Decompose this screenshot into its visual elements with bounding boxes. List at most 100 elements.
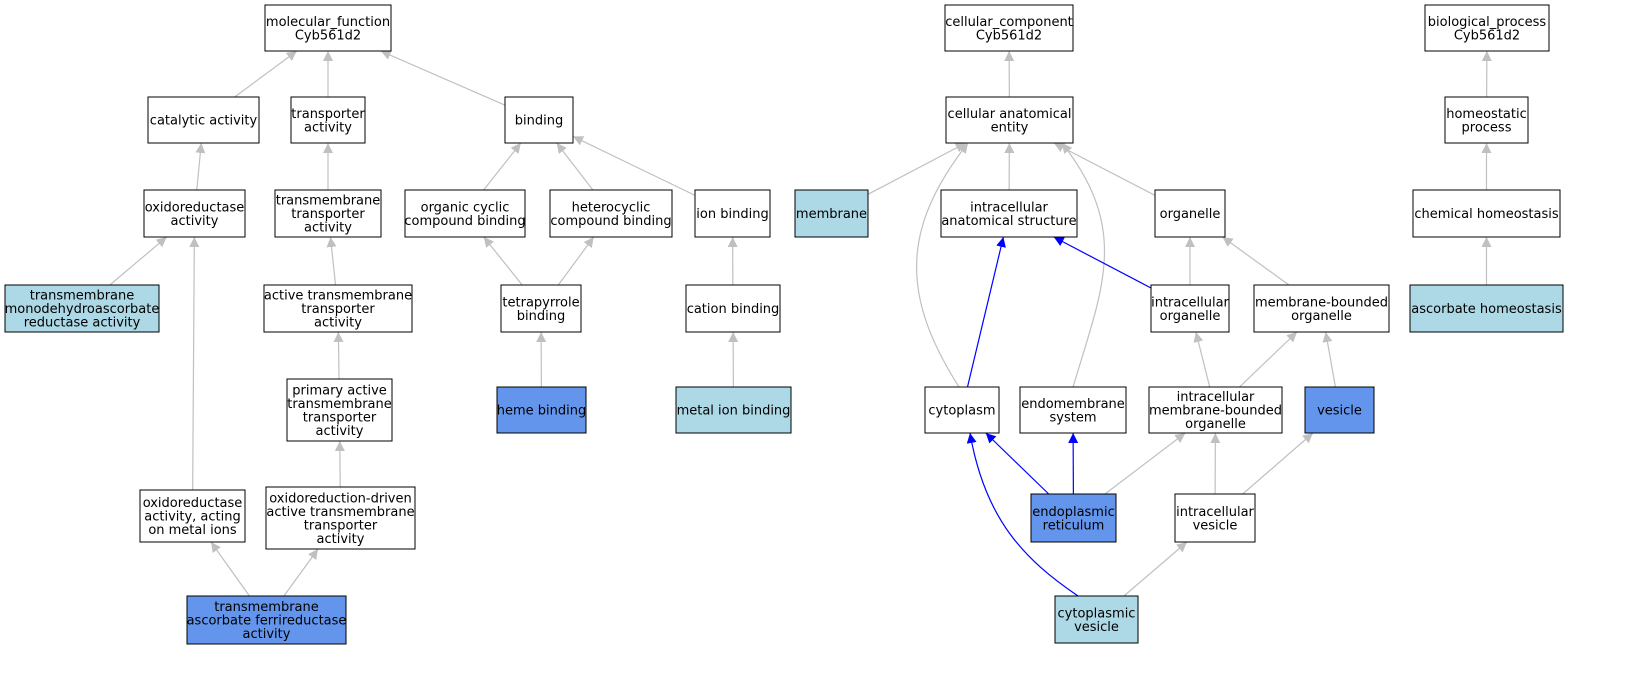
node-label: oxidoreduction-driven (269, 491, 412, 506)
node-box (1148, 386, 1283, 434)
node-label: organelle (1185, 417, 1246, 432)
node-organelle: organelle (1154, 189, 1226, 238)
edge-imbo-to-intra-organelle (1193, 331, 1211, 388)
node-label: intracellular (1151, 295, 1229, 310)
node-label: transmembrane (287, 397, 392, 412)
node-label: membrane-bounded (1149, 404, 1282, 419)
node-label: chemical homeostasis (1414, 207, 1559, 222)
edge-tm-ascorbate-to-oxido-driven (283, 548, 319, 597)
node-primary-active: primary activetransmembranetransporterac… (286, 378, 393, 442)
node-asc-homeo: ascorbate homeostasis (1409, 284, 1564, 333)
node-cation-binding: cation binding (685, 284, 781, 333)
node-label: active transmembrane (264, 289, 412, 304)
node-label: heme binding (497, 404, 587, 419)
node-label: biological_process (1428, 15, 1547, 30)
node-box (496, 386, 587, 434)
node-label: endomembrane (1021, 397, 1125, 412)
node-label: ion binding (696, 207, 768, 222)
node-box (944, 4, 1074, 52)
edge-line (189, 236, 200, 491)
node-label: intracellular (1176, 505, 1254, 520)
node-label: system (1050, 410, 1097, 425)
node-label: heterocyclic (572, 200, 651, 215)
node-label: activity, acting (144, 510, 241, 525)
node-box (1154, 189, 1226, 238)
node-box (143, 189, 246, 238)
node-label: membrane-bounded (1255, 295, 1388, 310)
edge-intra-organelle-to-ias (1053, 236, 1152, 289)
node-box (1444, 96, 1529, 144)
edge-line (1053, 142, 1156, 196)
node-box (1409, 284, 1564, 333)
node-label: monodehydroascorbate (5, 302, 160, 317)
node-label: tetrapyrrole (502, 295, 579, 310)
node-label: metal ion binding (677, 404, 791, 419)
node-box (290, 96, 366, 144)
node-box (263, 284, 413, 333)
node-box (265, 486, 416, 550)
edge-line (380, 50, 506, 106)
node-label: on metal ions (148, 523, 237, 538)
edge-line (210, 541, 250, 597)
node-label: Cyb561d2 (976, 28, 1042, 43)
edge-vesicle-to-mb-organelle (1322, 331, 1337, 388)
node-label: transporter (291, 207, 365, 222)
node-metal-ion: metal ion binding (675, 386, 792, 434)
edge-catalytic-to-mf (234, 50, 298, 98)
edge-line (1242, 432, 1314, 495)
node-label: transporter (301, 302, 375, 317)
node-box (186, 595, 347, 645)
node-cytoplasm: cytoplasm (924, 386, 1000, 434)
node-box (1412, 189, 1561, 238)
edge-endomembrane-to-cae (1061, 142, 1106, 388)
node-label: Cyb561d2 (295, 28, 361, 43)
node-label: activity (243, 627, 291, 642)
node-label: entity (991, 120, 1029, 135)
node-label: activity (304, 221, 352, 236)
node-label: primary active (292, 383, 387, 398)
node-label: organic cyclic (421, 200, 510, 215)
node-label: transmembrane (214, 600, 319, 615)
node-box (940, 189, 1078, 238)
edge-line (985, 432, 1050, 495)
edge-organelle-to-cae (1053, 142, 1156, 196)
edge-line (1222, 236, 1290, 286)
edge-primary-active-to-active-tm (333, 331, 344, 380)
node-label: membrane (796, 207, 867, 222)
node-label: compound binding (550, 214, 671, 229)
node-catalytic: catalytic activity (147, 96, 260, 144)
edge-cytoplasm-to-cae (916, 142, 969, 388)
edge-line (557, 236, 595, 286)
node-label: oxidoreductase (145, 200, 245, 215)
node-label: process (1462, 120, 1512, 135)
edge-membrane-to-cae (867, 142, 966, 195)
node-box (286, 378, 393, 442)
node-box (404, 189, 526, 238)
edge-oxidoreductase-to-catalytic (195, 142, 206, 191)
node-label: cytoplasmic (1058, 606, 1136, 621)
edge-line (283, 548, 319, 597)
edge-line (867, 142, 966, 195)
edge-line (195, 142, 206, 191)
edge-tm-ascorbate-to-oxido-metal (210, 541, 250, 597)
node-label: oxidoreductase (143, 496, 243, 511)
node-box (924, 386, 1000, 434)
node-label: Cyb561d2 (1454, 28, 1520, 43)
edge-line (1322, 331, 1337, 388)
node-label: reductase activity (24, 316, 141, 331)
node-label: molecular_function (266, 15, 390, 30)
node-label: vesicle (1193, 518, 1238, 533)
edge-er-to-imbo (1104, 432, 1186, 495)
